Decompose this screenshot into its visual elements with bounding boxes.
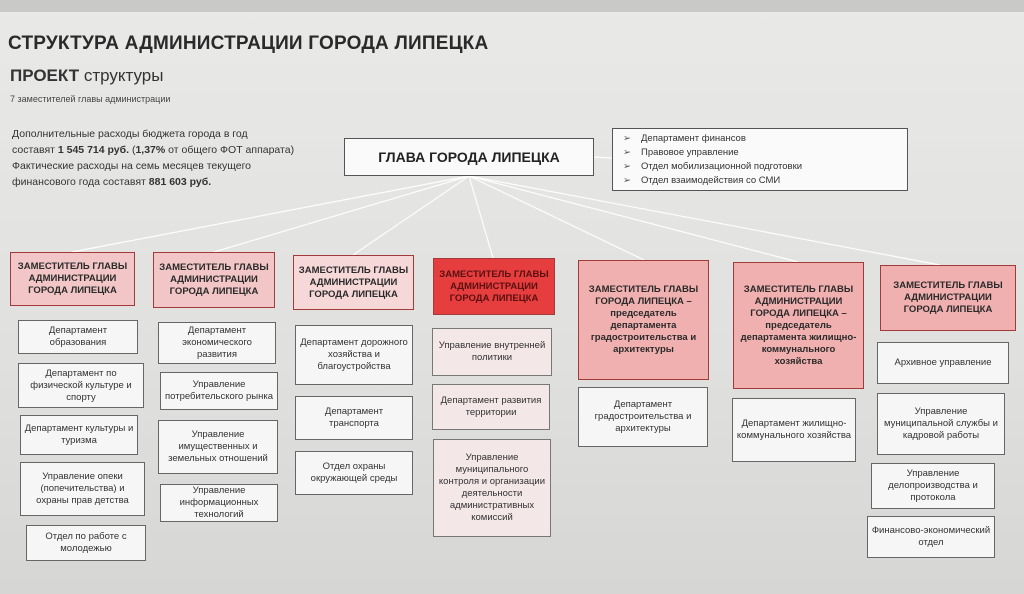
deputy-2-box: ЗАМЕСТИТЕЛЬ ГЛАВЫ АДМИНИСТРАЦИИ ГОРОДА Л…: [153, 252, 275, 308]
unit-box: Финансово-экономический отдел: [867, 516, 995, 558]
unit-box: Управление информационных технологий: [160, 484, 278, 522]
unit-box: Управление имущественных и земельных отн…: [158, 420, 278, 474]
budget-line-3: Фактические расходы на семь месяцев теку…: [12, 160, 252, 172]
budget-line-2-end: от общего ФОТ аппарата): [165, 144, 295, 156]
direct-unit-label: Департамент финансов: [641, 133, 746, 144]
unit-box: Департамент экономического развития: [158, 322, 276, 364]
arrow-bullet-icon: ➢: [623, 147, 631, 158]
budget-line-2: составят 1 545 714 руб. (1,37% от общего…: [12, 142, 332, 158]
deputy-4-box: ЗАМЕСТИТЕЛЬ ГЛАВЫ АДМИНИСТРАЦИИ ГОРОДА Л…: [433, 258, 555, 315]
budget-amount-annual: 1 545 714 руб.: [57, 144, 130, 156]
deputy-7-box: ЗАМЕСТИТЕЛЬ ГЛАВЫ АДМИНИСТРАЦИИ ГОРОДА Л…: [880, 265, 1016, 331]
direct-unit-item: ➢ Отдел взаимодействия со СМИ: [623, 174, 901, 188]
unit-box: Управление опеки (попечительства) и охра…: [20, 462, 145, 516]
unit-box: Архивное управление: [877, 342, 1009, 384]
unit-box: Управление внутренней политики: [432, 328, 552, 376]
subtitle-strong: ПРОЕКТ: [10, 66, 80, 85]
budget-line-2-suffix: (: [129, 144, 136, 156]
arrow-bullet-icon: ➢: [623, 161, 631, 172]
direct-units-list: ➢ Департамент финансов ➢ Правовое управлен…: [612, 128, 908, 191]
arrow-bullet-icon: ➢: [623, 175, 631, 186]
budget-line-4: финансового года составят 881 603 руб.: [12, 174, 332, 190]
direct-unit-label: Отдел взаимодействия со СМИ: [641, 175, 781, 186]
unit-box: Управление потребительского рынка: [160, 372, 278, 410]
unit-box: Департамент по физической культуре и спо…: [18, 363, 144, 408]
direct-unit-item: ➢ Отдел мобилизационной подготовки: [623, 160, 901, 174]
unit-box: Управление делопроизводства и протокола: [871, 463, 995, 509]
budget-percent: 1,37%: [135, 144, 166, 156]
unit-box: Департамент культуры и туризма: [20, 415, 138, 455]
unit-box: Департамент развития территории: [432, 384, 550, 430]
deputies-note: 7 заместителей главы администрации: [10, 94, 171, 104]
unit-box: Департамент жилищно-коммунального хозяйс…: [732, 398, 856, 462]
budget-line-4-prefix: финансового года составят: [12, 176, 149, 188]
budget-note: Дополнительные расходы бюджета города в …: [12, 126, 332, 190]
budget-line-2-prefix: составят: [12, 144, 58, 156]
unit-box: Департамент градостроительства и архитек…: [578, 387, 708, 447]
unit-box: Управление муниципального контроля и орг…: [433, 439, 551, 537]
subtitle-rest: структуры: [79, 66, 164, 85]
arrow-bullet-icon: ➢: [623, 133, 631, 144]
direct-unit-item: ➢ Департамент финансов: [623, 132, 901, 146]
head-of-city-box: ГЛАВА ГОРОДА ЛИПЕЦКА: [344, 138, 594, 176]
deputy-5-box: ЗАМЕСТИТЕЛЬ ГЛАВЫ ГОРОДА ЛИПЕЦКА – предс…: [578, 260, 709, 380]
page-title: СТРУКТУРА АДМИНИСТРАЦИИ ГОРОДА ЛИПЕЦКА: [8, 33, 489, 54]
page-subtitle: ПРОЕКТ структуры: [10, 66, 163, 86]
unit-box: Отдел охраны окружающей среды: [295, 451, 413, 495]
deputy-1-box: ЗАМЕСТИТЕЛЬ ГЛАВЫ АДМИНИСТРАЦИИ ГОРОДА Л…: [10, 252, 135, 306]
budget-line-1: Дополнительные расходы бюджета города в …: [12, 128, 248, 140]
top-strip: [0, 0, 1024, 12]
deputy-6-box: ЗАМЕСТИТЕЛЬ ГЛАВЫ АДМИНИСТРАЦИИ ГОРОДА Л…: [733, 262, 864, 389]
direct-unit-item: ➢ Правовое управление: [623, 146, 901, 160]
direct-unit-label: Отдел мобилизационной подготовки: [641, 161, 803, 172]
direct-unit-label: Правовое управление: [641, 147, 739, 158]
unit-box: Отдел по работе с молодежью: [26, 525, 146, 561]
unit-box: Департамент образования: [18, 320, 138, 354]
unit-box: Управление муниципальной службы и кадров…: [877, 393, 1005, 455]
unit-box: Департамент транспорта: [295, 396, 413, 440]
budget-amount-actual: 881 603 руб.: [148, 176, 212, 188]
deputy-3-box: ЗАМЕСТИТЕЛЬ ГЛАВЫ АДМИНИСТРАЦИИ ГОРОДА Л…: [293, 255, 414, 310]
unit-box: Департамент дорожного хозяйства и благоу…: [295, 325, 413, 385]
